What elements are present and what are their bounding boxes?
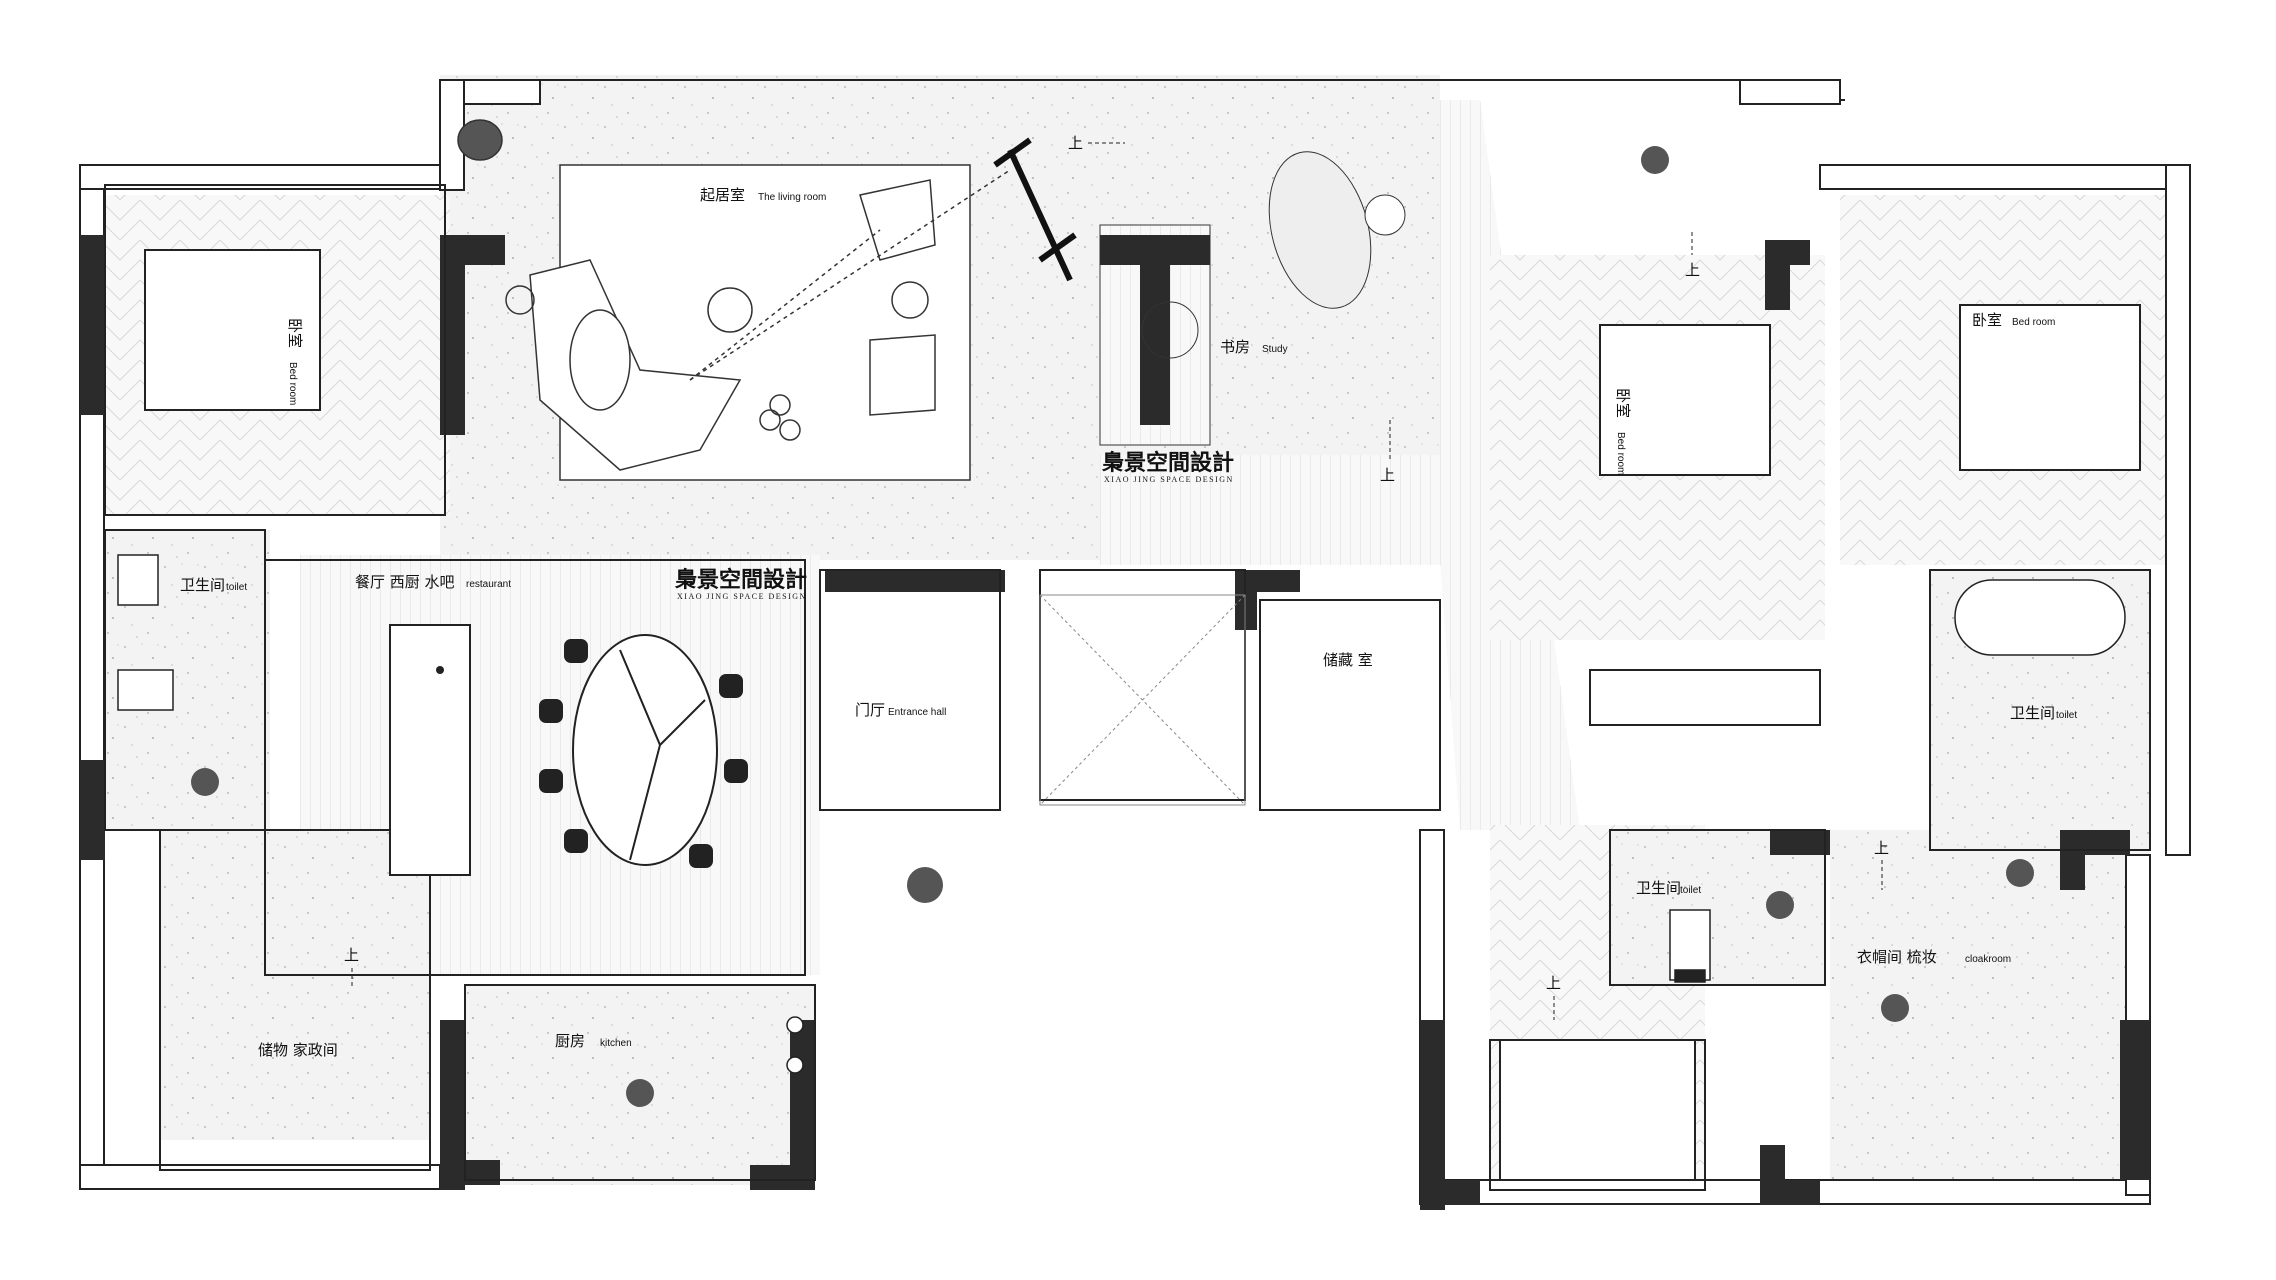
beds xyxy=(144,249,2141,1181)
room-cloakroom-en: cloakroom xyxy=(1965,954,2011,965)
stair-label-1: 上 xyxy=(1068,134,1083,152)
room-bedroom-ne-en: Bed room xyxy=(2012,317,2055,328)
room-toilet-e-en: toilet xyxy=(2056,710,2077,721)
watermarks: 梟景空間設計 XIAO JING SPACE DESIGN 梟景空間設計 XIA… xyxy=(674,450,1234,601)
stair-label-4: 上 xyxy=(344,946,359,964)
room-utility-cn: 储物 家政间 xyxy=(258,1041,338,1059)
room-study-cn: 书房 xyxy=(1220,338,1250,356)
room-kitchen-cn: 厨房 xyxy=(555,1032,585,1050)
stair-arrows: 上 上 上 上 上 上 xyxy=(344,134,1889,1020)
stair-label-3: 上 xyxy=(1685,261,1700,279)
watermark-study-cn: 梟景空間設計 xyxy=(1101,450,1234,476)
stair-label-6: 上 xyxy=(1874,839,1889,857)
room-restaurant-en: restaurant xyxy=(466,579,511,590)
void xyxy=(1039,594,1246,806)
study-furniture xyxy=(1099,151,1406,446)
stair-label-5: 上 xyxy=(1546,974,1561,992)
room-kitchen-en: kitchen xyxy=(600,1038,632,1049)
partitions xyxy=(104,184,2151,1191)
dining-furniture xyxy=(389,624,748,876)
watermark-dining-cn: 梟景空間設計 xyxy=(674,567,807,593)
room-entrance-en: Entrance hall xyxy=(888,707,946,718)
watermark-study-en: XIAO JING SPACE DESIGN xyxy=(1104,475,1234,484)
stair-label-2: 上 xyxy=(1380,466,1395,484)
room-toilet-w-en: toilet xyxy=(226,582,247,593)
room-living-cn: 起居室 xyxy=(700,186,745,204)
room-storage-cn: 储藏 室 xyxy=(1323,651,1373,669)
room-toilet-s-en: toilet xyxy=(1680,885,1701,896)
room-toilet-e-cn: 卫生间 xyxy=(2010,704,2055,722)
bath-fixtures xyxy=(117,554,2126,1074)
figures xyxy=(191,146,2034,1107)
room-bedroom-center-en: Bed room xyxy=(1615,432,1626,475)
room-entrance-cn: 门厅 xyxy=(855,701,885,719)
watermark-dining-en: XIAO JING SPACE DESIGN xyxy=(677,592,807,601)
room-study-en: Study xyxy=(1262,344,1288,355)
room-cloakroom-cn: 衣帽间 梳妆 xyxy=(1857,948,1937,966)
room-labels: 起居室 The living room 书房 Study 卧室 Bed room… xyxy=(180,186,2077,1059)
room-toilet-s-cn: 卫生间 xyxy=(1636,879,1681,897)
room-restaurant-cn: 餐厅 西厨 水吧 xyxy=(355,573,455,591)
room-bedroom-center-cn: 卧室 xyxy=(1614,388,1632,418)
room-bedroom-nw-cn: 卧室 xyxy=(286,318,304,348)
room-bedroom-nw-en: Bed room xyxy=(287,362,298,405)
room-bedroom-ne-cn: 卧室 xyxy=(1972,311,2002,329)
room-toilet-w-cn: 卫生间 xyxy=(180,576,225,594)
room-living-en: The living room xyxy=(758,192,826,203)
living-room-furniture xyxy=(457,119,1077,481)
